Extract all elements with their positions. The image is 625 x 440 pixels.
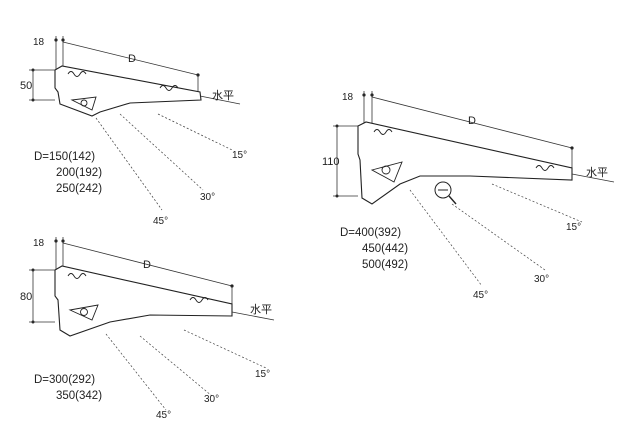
- angle-15-label: 15°: [255, 369, 270, 380]
- level-label: 水平: [212, 89, 234, 102]
- offset-label: 18: [33, 37, 45, 48]
- angle-15-label: 15°: [566, 222, 581, 233]
- height-label: 110: [322, 156, 340, 168]
- depth-label: D: [468, 115, 476, 127]
- size-3: 250(242): [56, 183, 102, 195]
- angle-45-label: 45°: [156, 410, 171, 421]
- size-2: 350(342): [56, 390, 102, 402]
- bracket-1: 18 D 50 水平 15° 30° 45° D=150(142) 200(19…: [20, 36, 247, 227]
- hook-teeth: [67, 71, 179, 91]
- angle-45-label: 45°: [153, 216, 168, 227]
- depth-label: D: [128, 53, 136, 65]
- angle-30-label: 30°: [200, 192, 215, 203]
- angle-30-label: 30°: [534, 274, 549, 285]
- bracket-body: [54, 265, 233, 337]
- level-label: 水平: [586, 166, 608, 179]
- height-label: 50: [20, 80, 32, 92]
- bracket-2: 18 D 80 水平 15° 30° 45° D=300(292) 350(34…: [20, 237, 275, 421]
- hook-teeth: [373, 129, 555, 171]
- size-1: D=300(292): [34, 374, 95, 386]
- depth-label: D: [143, 259, 151, 271]
- size-2: 450(442): [362, 243, 408, 255]
- hook-teeth: [67, 273, 209, 303]
- bracket-3: 18 D 110 水平 15° 30° 45° D=400(392) 4: [322, 91, 615, 301]
- size-2: 200(192): [56, 167, 102, 179]
- offset-label: 18: [342, 92, 354, 103]
- bracket-body: [54, 65, 202, 117]
- offset-label: 18: [33, 238, 45, 249]
- angle-15-label: 15°: [232, 150, 247, 161]
- size-1: D=400(392): [340, 227, 401, 239]
- bracket-body: [357, 121, 573, 205]
- magnifier-icon: [434, 181, 457, 205]
- height-label: 80: [20, 291, 32, 303]
- angle-30-label: 30°: [204, 394, 219, 405]
- level-label: 水平: [250, 303, 272, 316]
- bracket-plate: [68, 304, 99, 321]
- size-1: D=150(142): [34, 151, 95, 163]
- angle-45-label: 45°: [473, 290, 488, 301]
- size-3: 500(492): [362, 259, 408, 271]
